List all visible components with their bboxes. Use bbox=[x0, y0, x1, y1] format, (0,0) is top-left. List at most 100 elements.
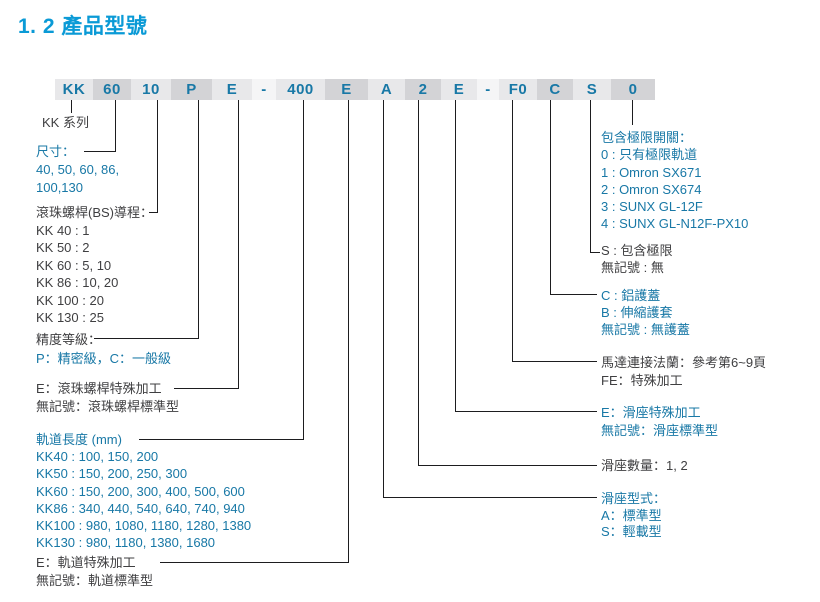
model-code-cell: C bbox=[537, 79, 573, 100]
annotation-text: 精度等級： bbox=[36, 332, 102, 347]
annotation-text: FE：特殊加工 bbox=[601, 372, 683, 388]
connector-line bbox=[550, 294, 597, 295]
connector-line bbox=[157, 100, 158, 213]
annotation-text: 無記號：軌道標準型 bbox=[36, 572, 154, 588]
connector-line bbox=[590, 100, 591, 253]
annotation-text: KK 86 : 10, 20 bbox=[36, 275, 119, 290]
annotation-text: 馬達連接法蘭：參考第6~9頁 bbox=[601, 355, 767, 370]
connector-line bbox=[418, 100, 419, 466]
connector-line bbox=[418, 465, 597, 466]
model-code-cell: 60 bbox=[93, 79, 131, 100]
model-code-cell: KK bbox=[55, 79, 93, 100]
model-code-cell: A bbox=[368, 79, 405, 100]
annotation-text: 100,130 bbox=[36, 180, 83, 195]
annotation-text: 滑座型式： bbox=[601, 491, 667, 506]
connector-line bbox=[84, 151, 115, 152]
model-code-cell: F0 bbox=[499, 79, 537, 100]
model-code-cell: P bbox=[171, 79, 212, 100]
annotation-block-motor-flange: 馬達連接法蘭：參考第6~9頁 FE：特殊加工 bbox=[601, 354, 766, 389]
annotation-text: B : 伸縮護套 bbox=[601, 305, 673, 320]
annotation-text: KK100 : 980, 1080, 1180, 1280, 1380 bbox=[36, 518, 252, 534]
model-code-cell: E bbox=[212, 79, 252, 100]
connector-line bbox=[160, 562, 348, 563]
annotation-block-series: KK 系列 bbox=[42, 114, 89, 132]
annotation-text: KK130 : 980, 1180, 1380, 1680 bbox=[36, 535, 216, 551]
model-code-cell: 10 bbox=[131, 79, 171, 100]
model-code-cell: E bbox=[325, 79, 368, 100]
annotation-text: 40, 50, 60, 86, bbox=[36, 162, 120, 177]
connector-line bbox=[512, 361, 597, 362]
section-title: 1. 2 產品型號 bbox=[18, 15, 148, 38]
annotation-text: S：輕載型 bbox=[601, 524, 662, 539]
annotation-text: E：軌道特殊加工 bbox=[36, 555, 136, 570]
annotation-text: E：滾珠螺桿特殊加工 bbox=[36, 381, 162, 396]
annotation-block-rail-special: E：軌道特殊加工無記號：軌道標準型 bbox=[36, 554, 153, 589]
connector-line bbox=[550, 100, 551, 295]
model-code-cell: 400 bbox=[276, 79, 325, 100]
annotation-text: KK 50 : 2 bbox=[36, 240, 90, 255]
connector-line bbox=[512, 100, 513, 362]
annotation-text: 尺寸： bbox=[36, 144, 76, 159]
connector-line bbox=[174, 388, 238, 389]
connector-line bbox=[455, 411, 597, 412]
annotation-text: 滑座數量：1, 2 bbox=[601, 458, 688, 473]
annotation-text: KK 系列 bbox=[42, 115, 89, 130]
connector-line bbox=[455, 100, 456, 412]
annotation-text: 無記號：滾珠螺桿標準型 bbox=[36, 398, 180, 414]
annotation-text: KK 100 : 20 bbox=[36, 292, 104, 308]
annotation-block-lead: 滾珠螺桿(BS)導程： KK 40 : 1 KK 50 : 2 KK 60 : 5, … bbox=[36, 204, 153, 327]
annotation-text: 3 : SUNX GL-12F bbox=[601, 199, 703, 215]
annotation-text: P：精密級，C：一般級 bbox=[36, 350, 172, 366]
annotation-text: KK 60 : 5, 10 bbox=[36, 257, 112, 273]
annotation-text: E：滑座特殊加工 bbox=[601, 405, 701, 420]
annotation-text: 滾珠螺桿(BS)導程： bbox=[36, 205, 154, 220]
connector-line bbox=[139, 439, 303, 440]
connector-line bbox=[303, 100, 304, 440]
annotation-block-precision: 精度等級： P：精密級，C：一般級 bbox=[36, 331, 171, 368]
annotation-block-limit-include: S : 包含極限無記號 : 無 bbox=[601, 242, 673, 276]
annotation-text: 4 : SUNX GL-N12F-PX10 bbox=[601, 216, 749, 232]
model-code-cell: 2 bbox=[405, 79, 441, 100]
annotation-block-cover: C : 鋁護蓋 B : 伸縮護套無記號 : 無護蓋 bbox=[601, 287, 690, 338]
model-code-cell: E bbox=[441, 79, 477, 100]
annotation-text: 無記號 : 無護蓋 bbox=[601, 322, 690, 337]
connector-line bbox=[149, 212, 157, 213]
annotation-block-slider-special: E：滑座特殊加工無記號：滑座標準型 bbox=[601, 404, 718, 439]
annotation-text: 2 : Omron SX674 bbox=[601, 181, 702, 197]
connector-line bbox=[94, 338, 198, 339]
model-code-cell: S bbox=[573, 79, 611, 100]
connector-line bbox=[115, 100, 116, 152]
connector-line bbox=[590, 252, 600, 253]
annotation-text: 無記號 : 無 bbox=[601, 260, 664, 275]
connector-line bbox=[198, 100, 199, 339]
annotation-text: C : 鋁護蓋 bbox=[601, 288, 661, 303]
connector-line bbox=[238, 100, 239, 389]
annotation-text: S : 包含極限 bbox=[601, 243, 673, 258]
model-code-cell: - bbox=[252, 79, 276, 100]
model-code-cell: - bbox=[477, 79, 499, 100]
annotation-block-size: 尺寸： 40, 50, 60, 86, 100,130 bbox=[36, 143, 119, 197]
connector-line bbox=[383, 497, 597, 498]
annotation-text: 1 : Omron SX671 bbox=[601, 164, 702, 180]
annotation-text: KK86 : 340, 440, 540, 640, 740, 940 bbox=[36, 500, 245, 516]
annotation-text: KK40 : 100, 150, 200 bbox=[36, 449, 159, 465]
connector-line bbox=[71, 100, 72, 113]
connector-line bbox=[632, 100, 633, 125]
annotation-text: KK50 : 150, 200, 250, 300 bbox=[36, 466, 188, 482]
annotation-block-screw-special: E：滾珠螺桿特殊加工無記號：滾珠螺桿標準型 bbox=[36, 380, 179, 415]
annotation-text: 0 : 只有極限軌道 bbox=[601, 147, 698, 163]
annotation-text: A：標準型 bbox=[601, 507, 662, 523]
annotation-text: 無記號：滑座標準型 bbox=[601, 422, 719, 438]
annotation-block-slider-count: 滑座數量：1, 2 bbox=[601, 457, 688, 474]
annotation-text: KK60 : 150, 200, 300, 400, 500, 600 bbox=[36, 483, 245, 499]
connector-line bbox=[348, 100, 349, 563]
annotation-text: 包含極限開關： bbox=[601, 130, 693, 145]
model-code-cell: 0 bbox=[611, 79, 655, 100]
connector-line bbox=[383, 100, 384, 498]
annotation-text: KK 130 : 25 bbox=[36, 310, 104, 325]
annotation-text: KK 40 : 1 bbox=[36, 222, 90, 238]
